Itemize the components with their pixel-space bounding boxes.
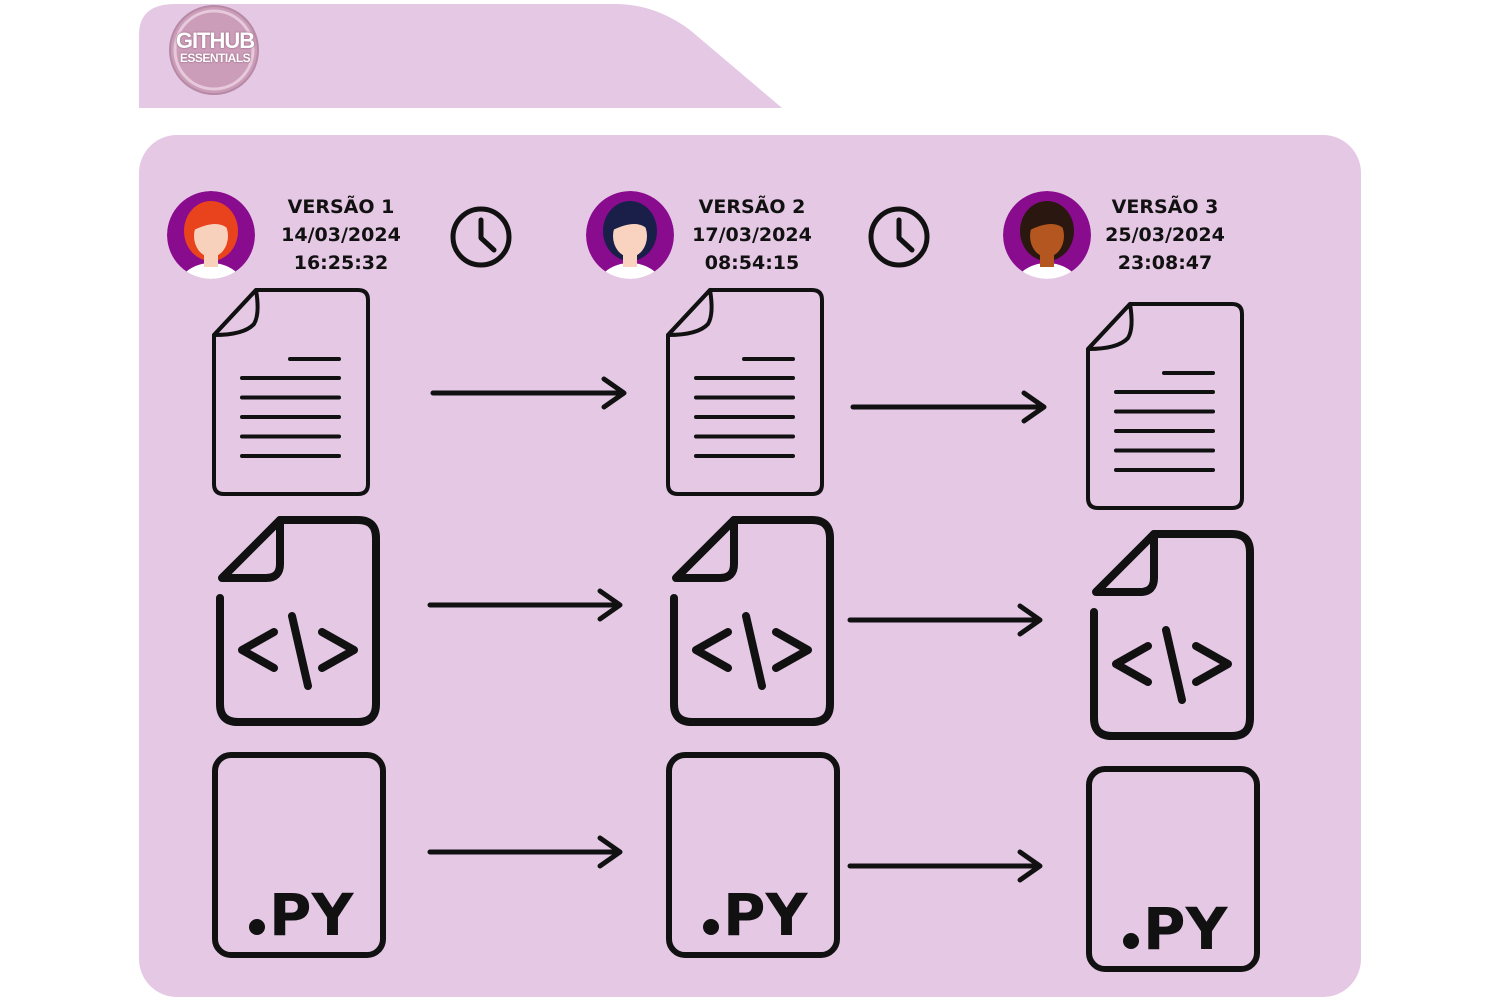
py-extension-label: PY <box>1143 895 1229 963</box>
folder-tab <box>139 4 782 108</box>
document-icon <box>666 288 824 496</box>
version-2-title: VERSÃO 2 <box>698 196 806 218</box>
arrow-icon <box>427 588 623 622</box>
logo-text: GITHUB ESSENTIALS <box>170 28 260 65</box>
logo-line-2: ESSENTIALS <box>179 51 251 65</box>
python-file-icon: PY <box>212 752 386 958</box>
avatar-icon <box>586 191 674 279</box>
version-3-time: 23:08:47 <box>1117 252 1213 274</box>
version-1-title: VERSÃO 1 <box>287 196 395 218</box>
version-2-time: 08:54:15 <box>704 252 800 274</box>
arrow-icon <box>847 849 1043 883</box>
code-file-icon <box>670 516 834 726</box>
py-extension-label: PY <box>723 881 809 949</box>
version-1-label: VERSÃO 1 14/03/2024 16:25:32 <box>246 193 436 277</box>
document-icon <box>1086 302 1244 510</box>
arrow-icon <box>847 603 1043 637</box>
version-2-date: 17/03/2024 <box>692 224 812 246</box>
clock-icon <box>868 206 930 268</box>
document-icon <box>212 288 370 496</box>
arrow-icon <box>850 390 1047 424</box>
clock-icon <box>450 206 512 268</box>
github-essentials-logo <box>169 5 259 95</box>
logo-line-1: GITHUB <box>175 28 255 53</box>
version-1-time: 16:25:32 <box>293 252 389 274</box>
folder-body <box>139 135 1361 997</box>
code-file-icon <box>216 516 380 726</box>
version-3-label: VERSÃO 3 25/03/2024 23:08:47 <box>1070 193 1260 277</box>
avatar-icon <box>1003 191 1091 279</box>
code-file-icon <box>1090 530 1254 740</box>
py-extension-label: PY <box>269 881 355 949</box>
python-file-icon: PY <box>1086 766 1260 972</box>
arrow-icon <box>430 376 627 410</box>
arrow-icon <box>427 835 623 869</box>
version-2-label: VERSÃO 2 17/03/2024 08:54:15 <box>657 193 847 277</box>
python-file-icon: PY <box>666 752 840 958</box>
version-1-date: 14/03/2024 <box>281 224 401 246</box>
version-3-date: 25/03/2024 <box>1105 224 1225 246</box>
version-3-title: VERSÃO 3 <box>1111 196 1219 218</box>
avatar-icon <box>167 191 255 279</box>
